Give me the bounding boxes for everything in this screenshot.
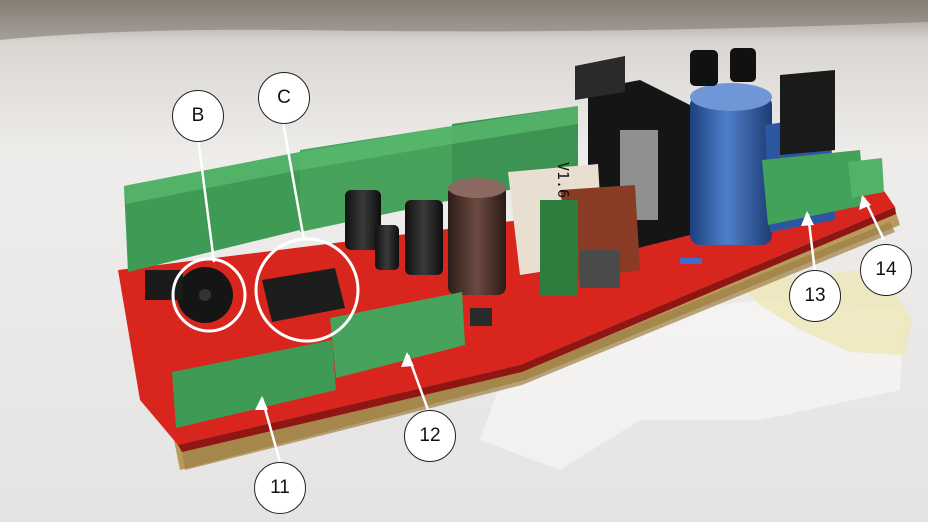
leader-c: [281, 121, 306, 241]
callout-12: 12: [404, 410, 456, 462]
cap-black-1: [345, 190, 381, 250]
callout-b: B: [172, 90, 224, 142]
fuse-holder-2: [730, 48, 756, 82]
cap-brown: [448, 185, 506, 295]
callout-11: 11: [254, 462, 306, 514]
small-chip: [145, 270, 183, 300]
inductor: [470, 308, 492, 326]
terminal-block-13: [762, 150, 865, 225]
rear-terminal-top: [124, 106, 578, 204]
terminal-block-14: [848, 158, 884, 198]
leader-b: [196, 137, 216, 263]
arrow-13: [801, 211, 814, 226]
microcontroller-chip: [262, 268, 345, 322]
capacitor-top: [690, 83, 772, 111]
terminal-block-11: [172, 340, 336, 428]
cap-black-2: [405, 200, 443, 275]
arrow-12: [401, 352, 414, 367]
resistor: [680, 258, 702, 264]
terminal-block-12: [330, 292, 465, 378]
fuse-holder-1: [690, 50, 718, 86]
version-label: V1.6: [554, 162, 572, 198]
callout-14: 14: [860, 244, 912, 296]
cap-brown-top: [448, 178, 506, 198]
filter-component: [580, 250, 620, 288]
callout-13: 13: [789, 270, 841, 322]
small-green-board: [540, 200, 578, 295]
buzzer-hole: [199, 289, 211, 301]
wall-shadow: [0, 0, 928, 40]
ring-b: [171, 257, 247, 333]
connector-dsub: [575, 56, 625, 100]
arrow-14: [859, 195, 871, 210]
cap-black-3: [375, 225, 399, 270]
black-bracket: [780, 70, 835, 155]
blue-capacitor: [690, 95, 772, 245]
callout-c: C: [258, 72, 310, 124]
ring-c: [254, 237, 360, 343]
arrow-11: [255, 396, 268, 410]
